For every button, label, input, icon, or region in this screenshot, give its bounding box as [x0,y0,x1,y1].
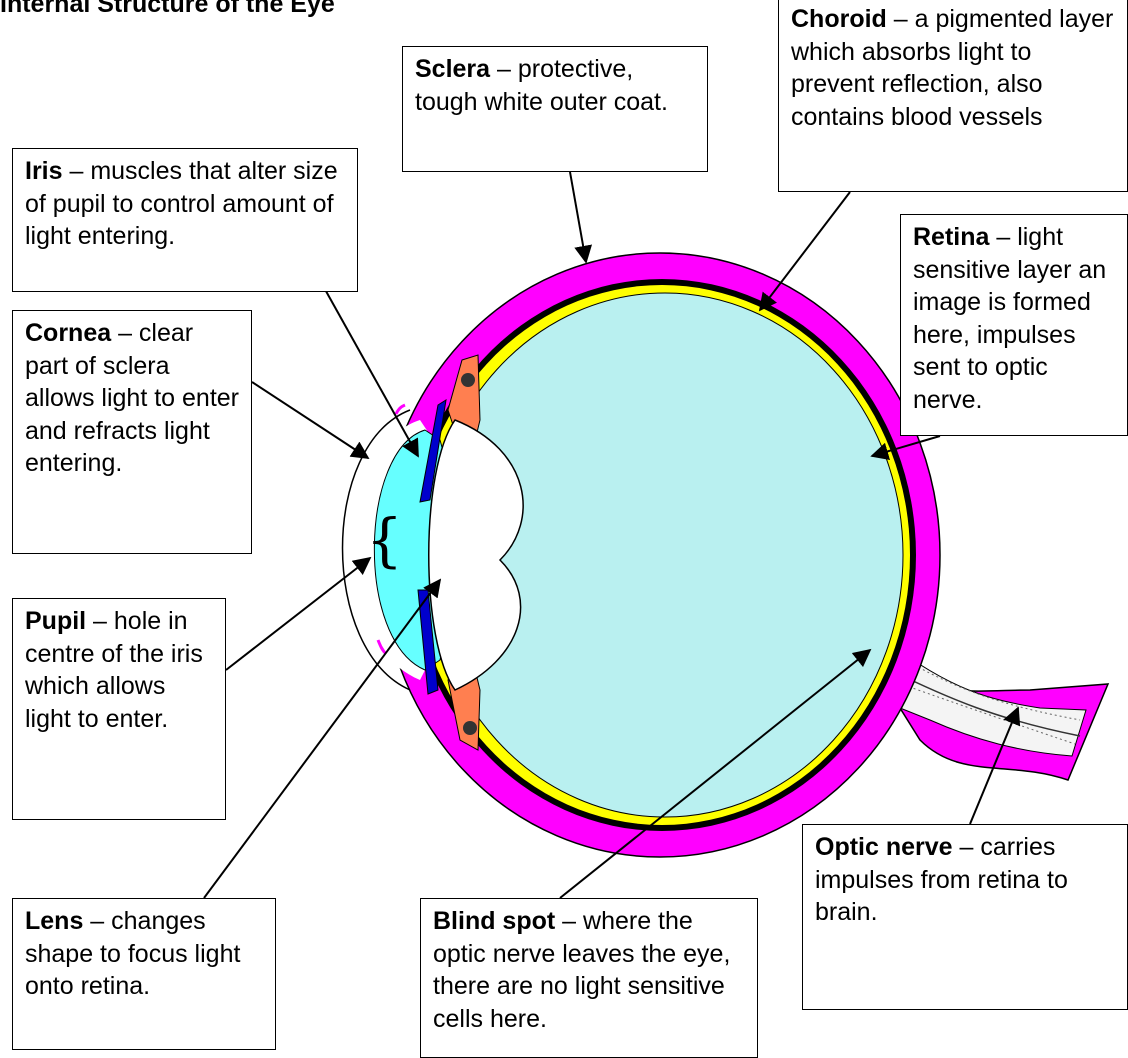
iris-pointer [322,284,418,456]
cornea-term: Cornea [25,319,111,347]
sclera-label: Sclera – protective, tough white outer c… [402,46,708,172]
blind-spot-label: Blind spot – where the optic nerve leave… [420,898,758,1058]
lens-pointer [204,580,440,898]
optic-nerve-term: Optic nerve [815,833,953,861]
iris-label: Iris – muscles that alter size of pupil … [12,148,358,292]
sclera-term: Sclera [415,55,490,83]
diagram-title: Internal Structure of the Eye [0,0,335,21]
choroid-label: Choroid – a pigmented layer which absorb… [778,0,1128,192]
choroid-term: Choroid [791,5,887,33]
pupil-term: Pupil [25,607,86,635]
cornea-label: Cornea – clear part of sclera allows lig… [12,310,252,554]
svg-text:{: { [366,506,403,574]
optic-nerve-label: Optic nerve – carries impulses from reti… [802,824,1128,1010]
blind-spot-term: Blind spot [433,907,555,935]
iris-description: – muscles that alter size of pupil to co… [25,157,338,250]
retina-term: Retina [913,223,989,251]
lens-term: Lens [25,907,83,935]
choroid-pointer [760,192,850,310]
pupil-pointer [226,558,370,670]
lens-label: Lens – changes shape to focus light onto… [12,898,276,1050]
iris-term: Iris [25,157,63,185]
retina-description: – light sensitive layer an image is form… [913,223,1106,414]
cornea-pointer [252,382,368,458]
sclera-pointer [570,172,586,262]
pupil-label: Pupil – hole in centre of the iris which… [12,598,226,820]
retina-label: Retina – light sensitive layer an image … [900,214,1128,436]
